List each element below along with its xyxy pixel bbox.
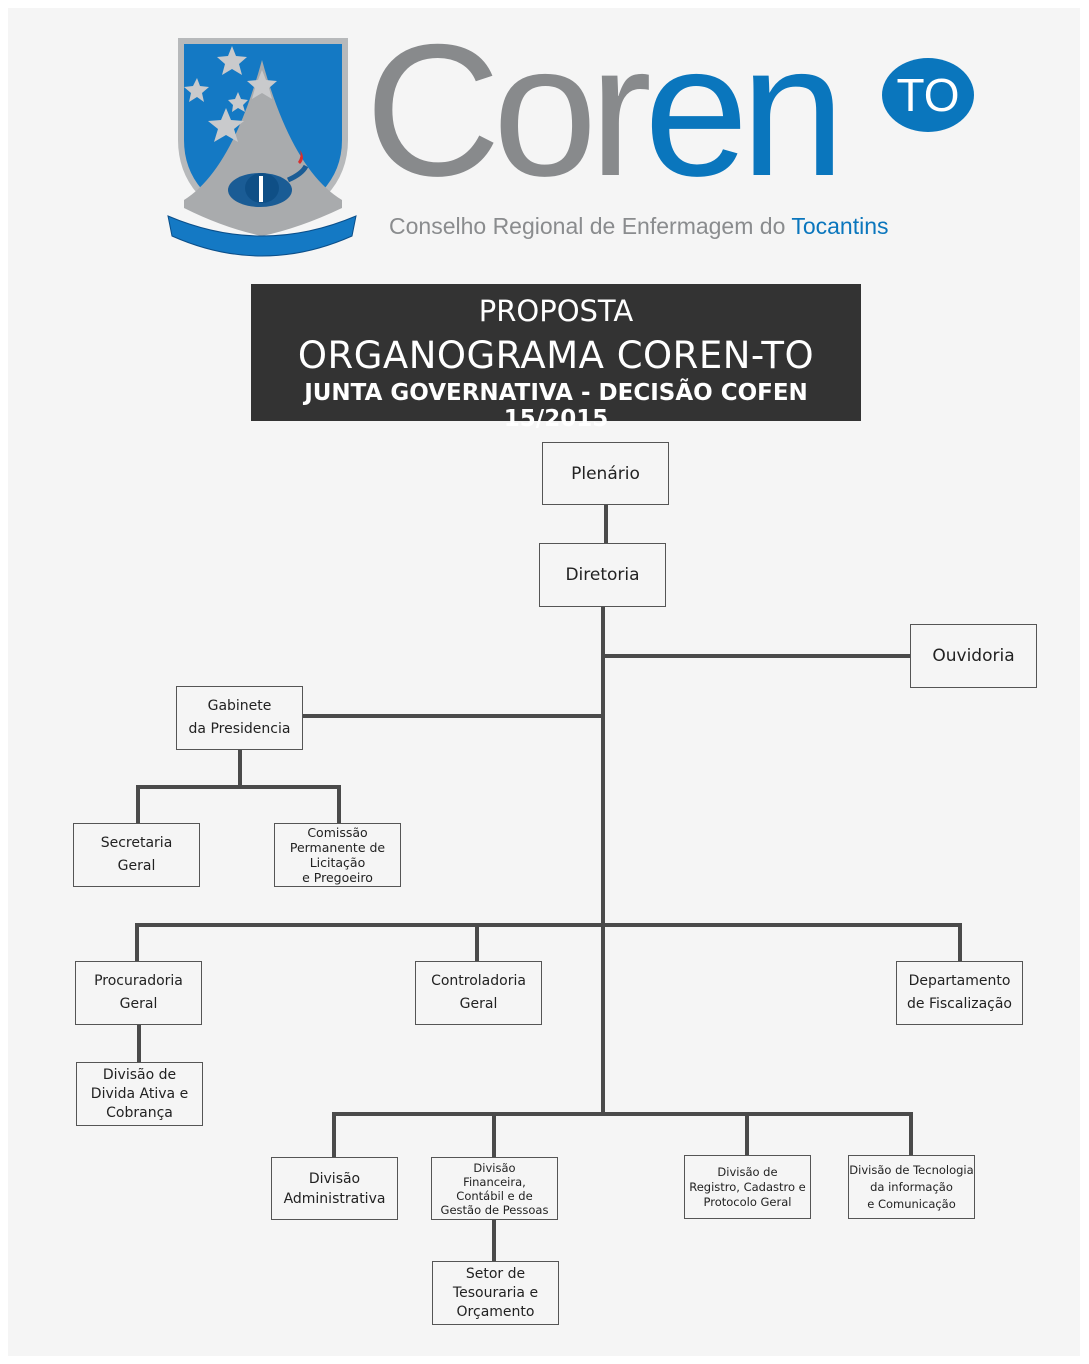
registro-box: Divisão de Registro, Cadastro e Protocol…: [684, 1155, 811, 1219]
secretaria-box: Secretaria Geral: [73, 823, 200, 887]
procuradoria-box: Procuradoria Geral: [75, 961, 202, 1025]
wordmark-gray: Cor: [365, 5, 652, 215]
divida-box: Divisão de Divida Ativa e Cobrança: [76, 1062, 203, 1126]
diretoria-box: Diretoria: [539, 543, 666, 607]
plenario-box: Plenário: [542, 442, 669, 505]
tesouraria-box: Setor de Tesouraria e Orçamento: [432, 1261, 559, 1325]
financeira-box: Divisão Financeira, Contábil e de Gestão…: [431, 1157, 558, 1220]
comissao-box: Comissão Permanente de Licitação e Prego…: [274, 823, 401, 887]
tagline-blue: Tocantins: [791, 213, 889, 239]
gabinete-box: Gabinete da Presidencia: [176, 686, 303, 750]
wordmark-blue: en: [643, 5, 845, 215]
tagline: Conselho Regional de Enfermagem do Tocan…: [389, 213, 889, 240]
administrativa-box: Divisão Administrativa: [271, 1157, 398, 1220]
tecnologia-box: Divisão de Tecnologia da informação e Co…: [848, 1155, 975, 1219]
to-badge: TO: [882, 58, 974, 132]
tagline-gray: Conselho Regional de Enfermagem do: [389, 213, 792, 239]
controladoria-box: Controladoria Geral: [415, 961, 542, 1025]
banner-line-3: JUNTA GOVERNATIVA - DECISÃO COFEN 15/201…: [304, 380, 808, 432]
banner-line-1: PROPOSTA: [478, 294, 634, 328]
ouvidoria-box: Ouvidoria: [910, 624, 1037, 688]
banner-line-2: ORGANOGRAMA COREN-TO: [297, 334, 815, 377]
departamento-box: Departamento de Fiscalização: [896, 961, 1023, 1025]
title-banner: PROPOSTA ORGANOGRAMA COREN-TO JUNTA GOVE…: [251, 284, 861, 432]
coren-wordmark: Coren: [365, 16, 845, 204]
